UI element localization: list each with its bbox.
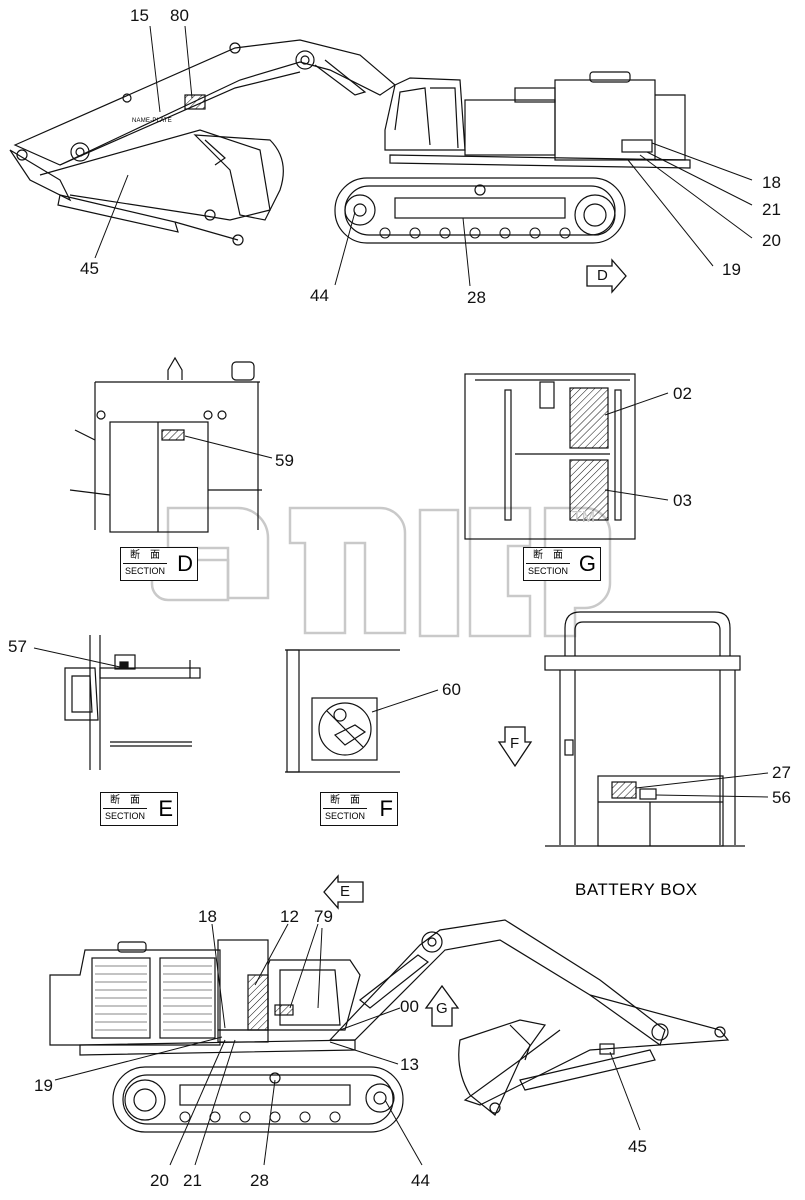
section-f-word: SECTION bbox=[324, 811, 365, 821]
section-e-drawing bbox=[64, 635, 201, 770]
section-d-tag: 断 面 SECTION D bbox=[120, 547, 198, 581]
callout-18-top: 18 bbox=[762, 173, 781, 192]
leader-lines-battery bbox=[635, 772, 769, 798]
callout-13: 13 bbox=[400, 1055, 419, 1074]
callout-80: 80 bbox=[170, 6, 189, 25]
leader-59 bbox=[184, 435, 273, 459]
leader-60 bbox=[371, 689, 439, 713]
section-e-letter: E bbox=[158, 796, 173, 821]
callout-15: 15 bbox=[130, 6, 149, 25]
callout-19-bottom: 19 bbox=[34, 1076, 53, 1095]
section-e-kanji: 断 面 bbox=[103, 794, 147, 809]
callout-19-top: 19 bbox=[722, 260, 741, 279]
excavator-bottom-view bbox=[49, 919, 730, 1133]
watermark-tm: TM bbox=[572, 509, 596, 526]
callout-28-bottom: 28 bbox=[250, 1171, 269, 1190]
leader-lines-g bbox=[604, 392, 669, 501]
callout-45-top: 45 bbox=[80, 259, 99, 278]
section-d-letter: D bbox=[177, 551, 193, 576]
view-arrow-f-shape bbox=[497, 726, 533, 768]
section-f-kanji: 断 面 bbox=[323, 794, 367, 809]
section-f-drawing bbox=[285, 649, 400, 773]
callout-02: 02 bbox=[673, 384, 692, 403]
callout-79: 79 bbox=[314, 907, 333, 926]
callout-60: 60 bbox=[442, 680, 461, 699]
callout-28-top: 28 bbox=[467, 288, 486, 307]
callout-18-bottom: 18 bbox=[198, 907, 217, 926]
section-g-word: SECTION bbox=[527, 566, 568, 576]
section-g-drawing bbox=[464, 373, 636, 540]
section-e-word: SECTION bbox=[104, 811, 145, 821]
battery-box-title: BATTERY BOX bbox=[575, 880, 698, 899]
section-g-kanji: 断 面 bbox=[526, 549, 570, 564]
name-plate-text: NAME-PLATE bbox=[132, 118, 172, 124]
callout-21-bottom: 21 bbox=[183, 1171, 202, 1190]
section-f-letter: F bbox=[379, 796, 393, 821]
section-e-tag: 断 面 SECTION E bbox=[100, 792, 178, 826]
callout-44-bottom: 44 bbox=[411, 1171, 430, 1190]
excavator-top-view bbox=[9, 39, 691, 246]
callout-59: 59 bbox=[275, 451, 294, 470]
callout-03: 03 bbox=[673, 491, 692, 510]
view-arrow-d-letter: D bbox=[597, 267, 608, 284]
callout-27: 27 bbox=[772, 763, 791, 782]
callout-21-top: 21 bbox=[762, 200, 781, 219]
section-g-letter: G bbox=[578, 551, 596, 576]
section-d-drawing bbox=[69, 356, 262, 533]
section-d-kanji: 断 面 bbox=[123, 549, 167, 564]
section-d-word: SECTION bbox=[124, 566, 165, 576]
callout-12: 12 bbox=[280, 907, 299, 926]
view-arrows bbox=[323, 258, 627, 1027]
callout-20-bottom: 20 bbox=[150, 1171, 169, 1190]
section-g-tag: 断 面 SECTION G bbox=[523, 547, 601, 581]
battery-box-drawing bbox=[544, 611, 745, 847]
callout-44-top: 44 bbox=[310, 286, 329, 305]
view-arrow-g-shape bbox=[424, 984, 460, 1027]
leader-lines-bottom bbox=[54, 923, 641, 1166]
callout-00: 00 bbox=[400, 997, 419, 1016]
view-arrow-d-shape bbox=[586, 258, 627, 294]
section-f-tag: 断 面 SECTION F bbox=[320, 792, 398, 826]
callout-57: 57 bbox=[8, 637, 27, 656]
view-arrow-f-letter: F bbox=[510, 735, 520, 752]
view-arrow-e-letter: E bbox=[340, 883, 351, 900]
callout-45-bottom: 45 bbox=[628, 1137, 647, 1156]
leader-57 bbox=[33, 647, 121, 668]
callout-20-top: 20 bbox=[762, 231, 781, 250]
view-arrow-g-letter: G bbox=[436, 1000, 448, 1017]
callout-56: 56 bbox=[772, 788, 791, 807]
view-arrow-e-shape bbox=[323, 874, 364, 910]
leader-lines-top bbox=[94, 25, 753, 287]
